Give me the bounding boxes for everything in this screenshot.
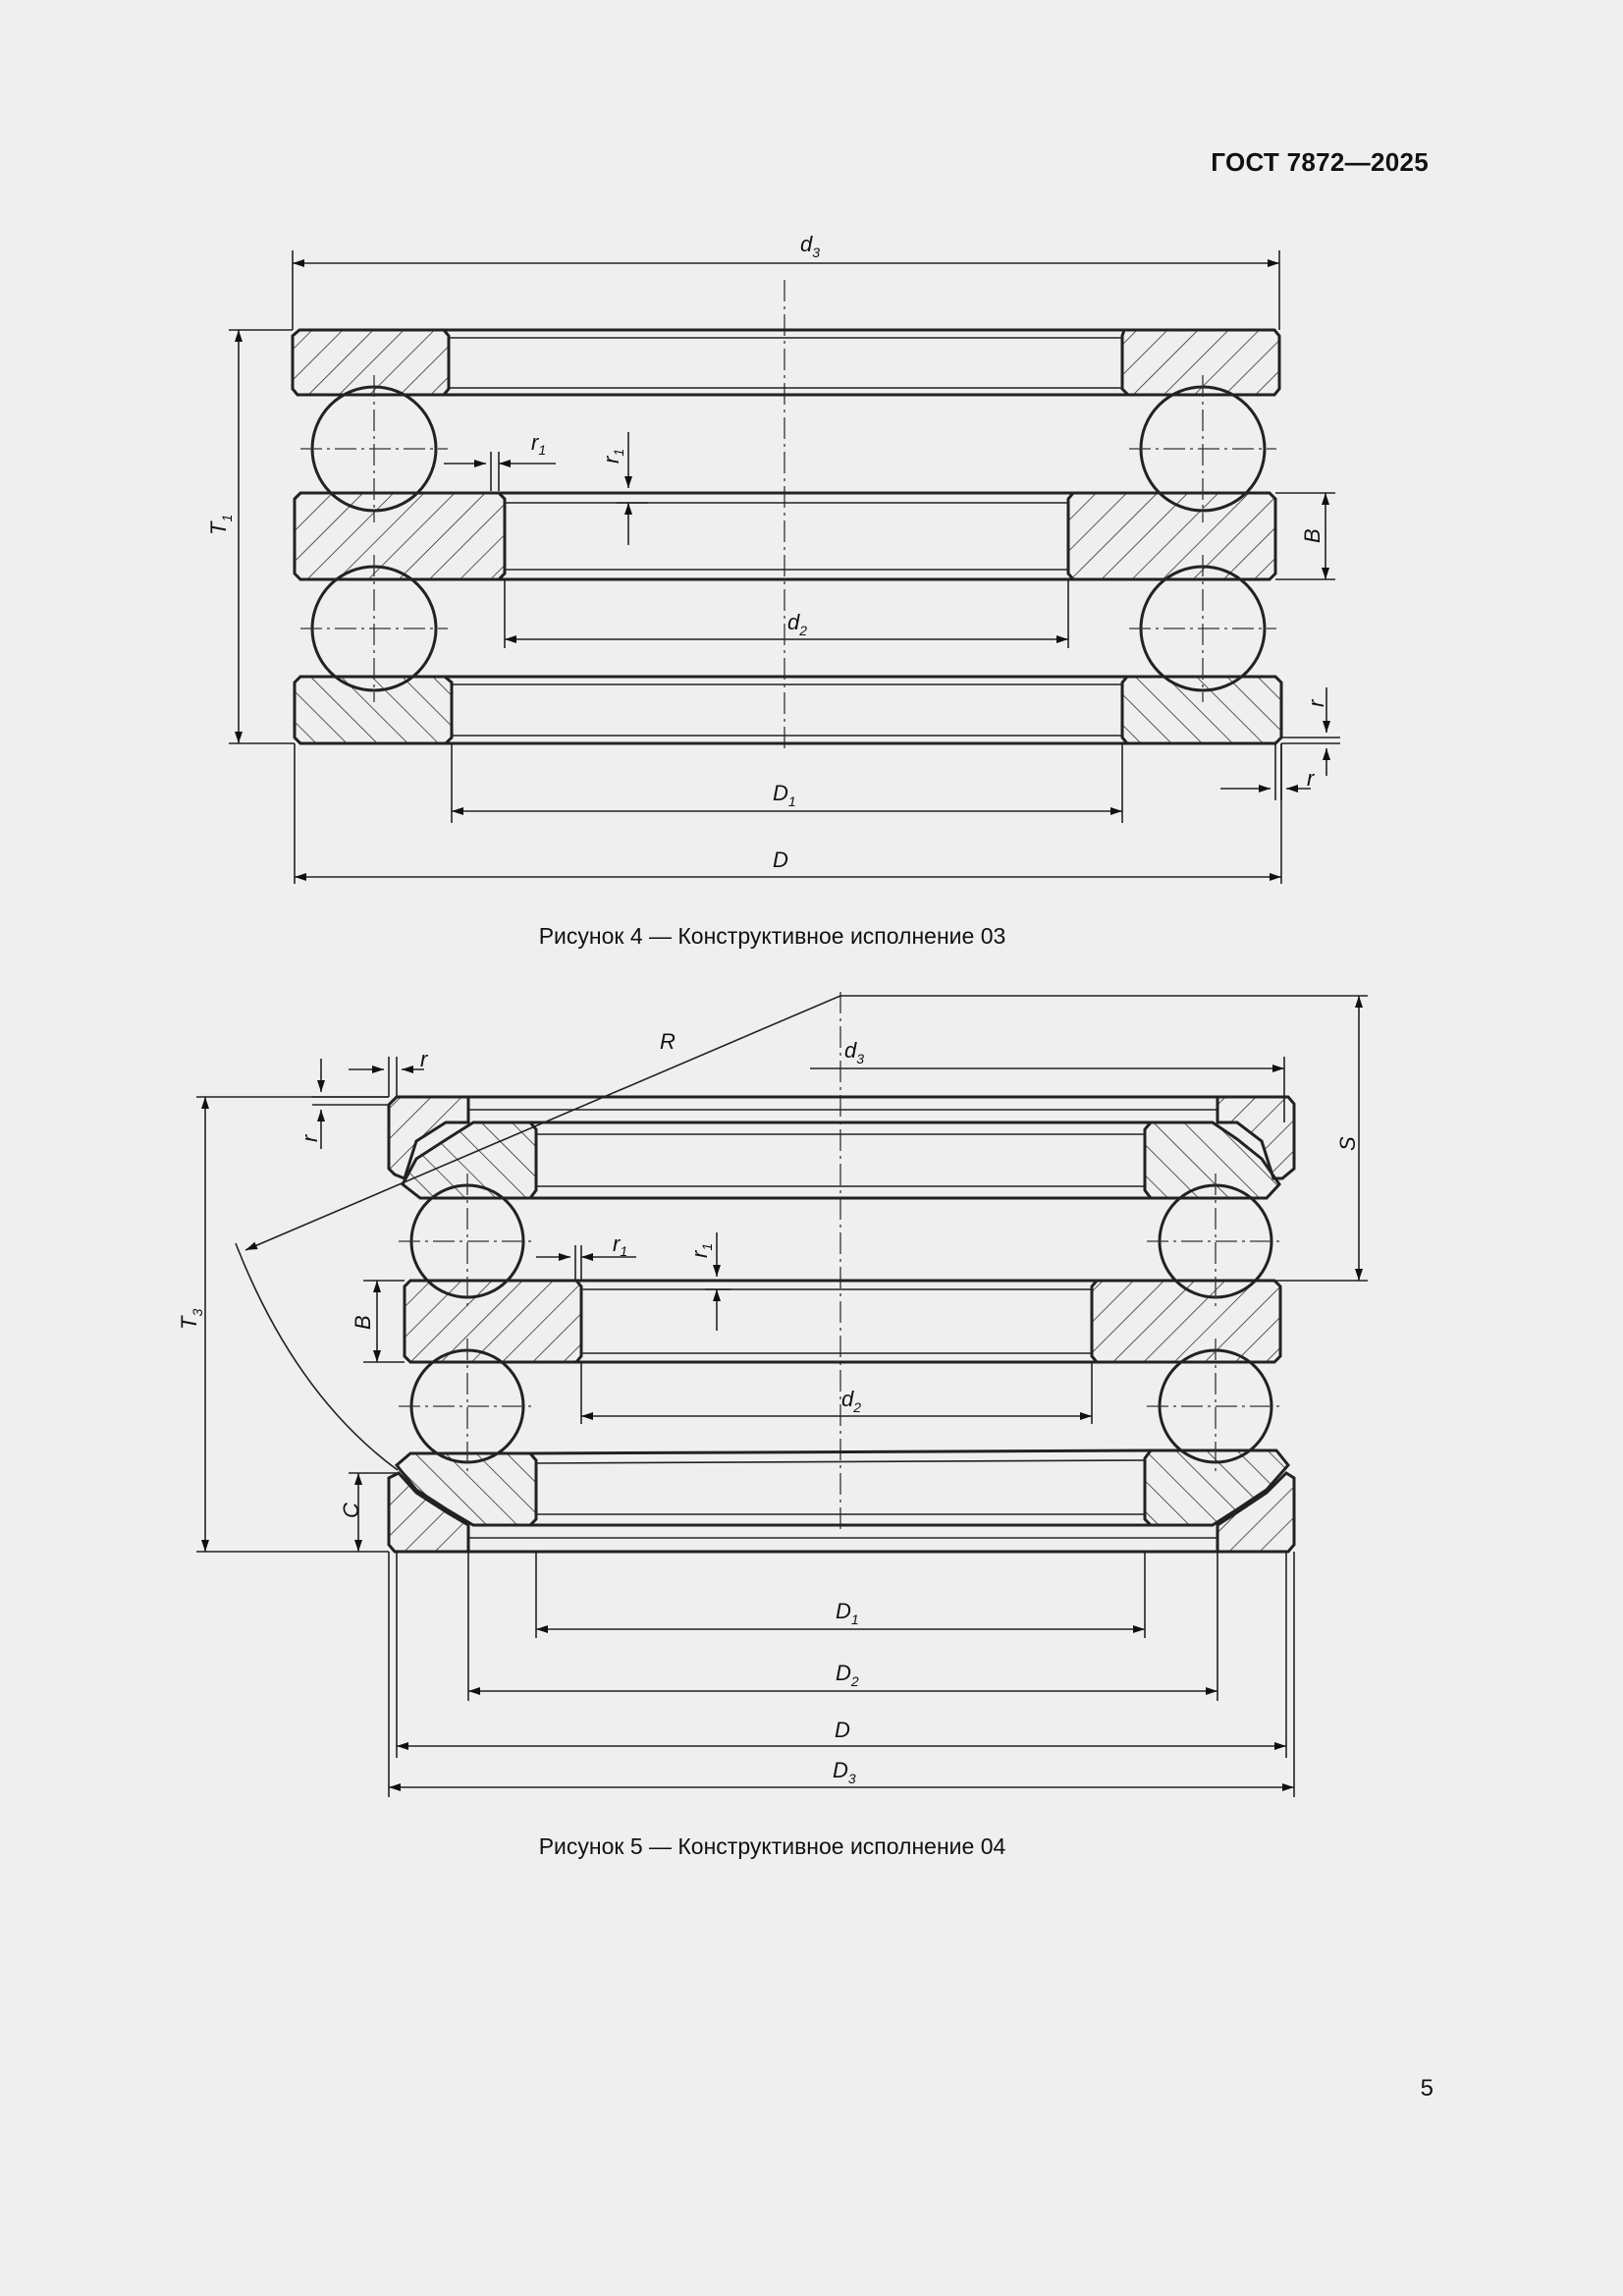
fig5-label-D1: D xyxy=(836,1599,851,1623)
document-header: ГОСТ 7872—2025 xyxy=(1211,147,1429,177)
svg-text:d2: d2 xyxy=(787,610,807,638)
figure-5-caption: Рисунок 5 — Конструктивное исполнение 04 xyxy=(538,1833,1006,1859)
svg-text:T3: T3 xyxy=(177,1309,205,1330)
fig4-label-r1-vertical: r xyxy=(599,455,623,464)
svg-text:d2: d2 xyxy=(841,1387,861,1415)
svg-text:r1: r1 xyxy=(687,1243,715,1258)
fig5-label-R: R xyxy=(660,1029,676,1054)
figure-5-drawing: R r r d3 S T3 r1 xyxy=(177,992,1368,1797)
fig4-label-r-vertical: r xyxy=(1304,698,1328,707)
fig4-label-r-horizontal: r xyxy=(1307,766,1316,791)
fig5-label-r1-horizontal: r xyxy=(613,1231,622,1256)
figure-4-drawing: d3 T1 r1 r1 B d2 r xyxy=(206,232,1340,884)
fig5-label-d2: d xyxy=(841,1387,854,1411)
fig5-label-D2: D xyxy=(836,1661,851,1685)
svg-text:T1: T1 xyxy=(206,515,235,535)
fig5-label-r-left: r xyxy=(298,1133,322,1142)
fig5-label-T3: T xyxy=(177,1315,201,1330)
svg-text:r1: r1 xyxy=(613,1231,627,1259)
svg-text:r1: r1 xyxy=(531,430,546,458)
fig4-label-d3: d xyxy=(800,232,813,256)
fig5-label-D3: D xyxy=(833,1758,848,1782)
fig4-label-D: D xyxy=(773,847,788,872)
fig5-label-B: B xyxy=(351,1315,375,1330)
svg-text:D1: D1 xyxy=(773,781,796,809)
fig4-label-r1-horizontal: r xyxy=(531,430,540,455)
fig5-label-C: C xyxy=(339,1503,363,1518)
svg-text:d3: d3 xyxy=(844,1038,864,1066)
svg-text:d3: d3 xyxy=(800,232,820,260)
fig4-label-T1: T xyxy=(206,520,231,535)
svg-text:r1: r1 xyxy=(599,449,626,464)
fig4-label-B: B xyxy=(1300,528,1325,543)
svg-text:D3: D3 xyxy=(833,1758,856,1786)
fig5-label-d3: d xyxy=(844,1038,857,1063)
page-number: 5 xyxy=(1420,2075,1434,2102)
fig4-label-D1: D xyxy=(773,781,788,805)
figure-4-caption: Рисунок 4 — Конструктивное исполнение 03 xyxy=(538,923,1006,949)
fig5-label-D: D xyxy=(835,1718,850,1742)
fig4-label-d2: d xyxy=(787,610,800,634)
fig5-label-S: S xyxy=(1335,1136,1360,1151)
svg-text:D2: D2 xyxy=(836,1661,859,1689)
fig5-label-r1-vertical: r xyxy=(687,1249,712,1258)
svg-text:D1: D1 xyxy=(836,1599,859,1627)
fig5-label-r-top: r xyxy=(420,1047,429,1071)
